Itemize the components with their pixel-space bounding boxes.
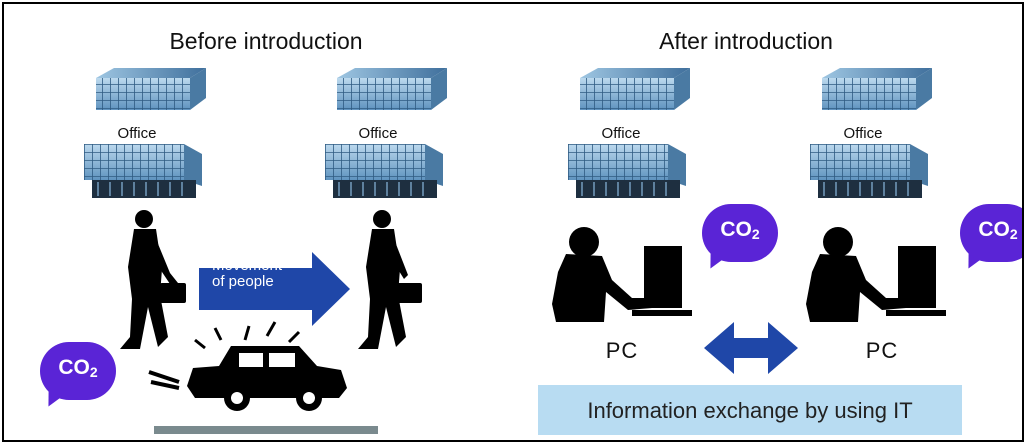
road: [154, 426, 378, 434]
building-top-2: [337, 68, 447, 110]
movement-label-line1: Movement: [212, 257, 283, 274]
co2-base-text: CO: [720, 218, 752, 241]
info-exchange-box: Information exchange by using IT: [538, 385, 962, 435]
building-base-3: [568, 144, 686, 198]
building-top-3: [580, 68, 690, 110]
office-label-1: Office: [117, 125, 157, 142]
pc-label-left: PC: [605, 338, 639, 363]
movement-arrow: [199, 252, 350, 326]
co2-bubble-car: CO2: [39, 342, 116, 412]
movement-label-line2: of people: [212, 273, 274, 290]
diagram-artwork: [84, 68, 946, 434]
after-title: After introduction: [659, 28, 833, 54]
info-exchange-text: Information exchange by using IT: [587, 398, 913, 423]
walking-person-right-icon: [358, 210, 422, 349]
pc-label-right: PC: [865, 338, 899, 363]
building-top-4: [822, 68, 932, 110]
before-title: Before introduction: [169, 28, 363, 54]
co2-base-text: CO: [58, 356, 90, 379]
movement-of-people-label: Movement of people: [212, 258, 282, 290]
walking-person-left-icon: [120, 210, 186, 349]
exchange-double-arrow: [704, 322, 798, 374]
building-base-1: [84, 144, 202, 198]
office-label-2: Office: [358, 125, 398, 142]
building-base-4: [810, 144, 928, 198]
co2-subscript-text: 2: [1009, 226, 1018, 242]
co2-base-text: CO: [978, 218, 1010, 241]
person-at-pc-right-icon: [806, 227, 946, 322]
building-top-1: [96, 68, 206, 110]
co2-subscript-text: 2: [89, 364, 98, 380]
car-icon: [148, 321, 347, 411]
office-label-3: Office: [601, 125, 641, 142]
co2-subscript-text: 2: [751, 226, 760, 242]
office-label-4: Office: [843, 125, 883, 142]
co2-bubble-pc-left: CO2: [701, 204, 778, 274]
building-base-2: [325, 144, 443, 198]
co2-bubble-pc-right: CO2: [959, 204, 1022, 274]
person-at-pc-left-icon: [552, 227, 692, 322]
